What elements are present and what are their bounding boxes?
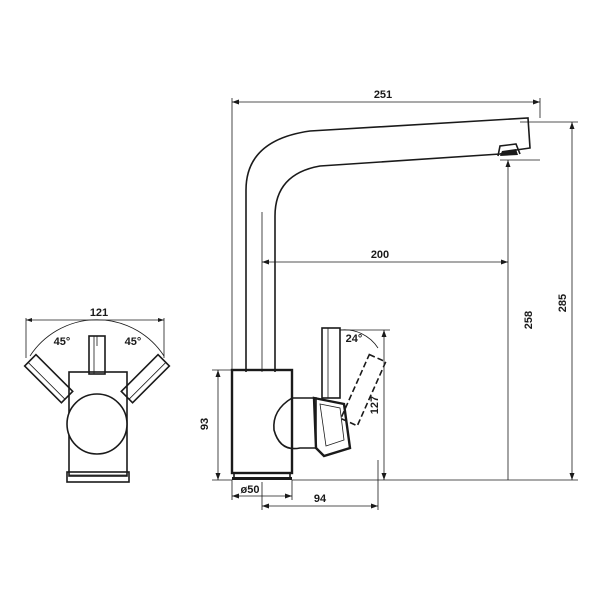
dimension-spout-reach: 200 (262, 249, 508, 265)
dimension-side-width: 121 (25, 307, 165, 358)
overall-reach-label: 251 (374, 89, 392, 101)
side-width-label: 121 (90, 307, 108, 319)
dimension-lever-height: 127 (369, 330, 387, 480)
dimension-overall-reach: 251 (231, 89, 541, 374)
lever-cartridge (312, 396, 352, 458)
spout-reach-label: 200 (371, 249, 389, 261)
dimension-body-height: 93 (199, 369, 232, 481)
dimension-overall-height: 285 (520, 121, 578, 480)
dimension-side-angles: 45° 45° (29, 319, 165, 357)
left-lever (23, 353, 74, 404)
lever-housing (273, 397, 317, 450)
body-height-label: 93 (199, 418, 211, 430)
front-view: 251 200 258 285 2 (199, 89, 578, 510)
aerator (497, 143, 521, 157)
front-lever-vertical (321, 327, 341, 399)
dimension-lever-angle: 24° (339, 329, 390, 349)
center-lever (88, 335, 106, 375)
lever-height-label: 127 (369, 396, 381, 414)
overall-height-label: 285 (557, 294, 569, 312)
lever-angle-label: 24° (346, 333, 363, 345)
dimension-spout-height: 258 (500, 159, 540, 480)
lever-offset-label: 94 (314, 493, 327, 505)
right-lever (120, 353, 171, 404)
dimension-base-diameter: ø50 (231, 480, 293, 500)
base-diameter-label: ø50 (241, 484, 260, 496)
dimension-lever-offset: 94 (261, 460, 379, 510)
spout-height-label: 258 (523, 311, 535, 329)
side-cartridge-circle (66, 393, 128, 455)
front-body (230, 368, 294, 475)
side-base-plate (66, 471, 130, 483)
side-view: 121 45° 45° (23, 307, 171, 483)
spout (245, 117, 531, 372)
left-angle-label: 45° (54, 336, 71, 348)
right-angle-label: 45° (125, 336, 142, 348)
front-lever-tilted (339, 353, 387, 427)
